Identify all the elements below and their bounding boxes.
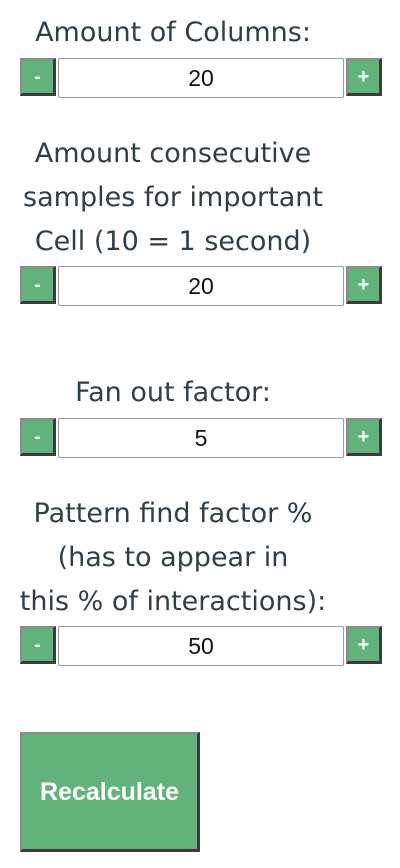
pattern-label-line-1: Pattern find factor % (33, 498, 313, 529)
consecutive-increment-button[interactable]: + (346, 266, 382, 304)
columns-decrement-button[interactable]: - (20, 58, 56, 96)
columns-label: Amount of Columns: (35, 17, 311, 48)
fanout-increment-button[interactable]: + (346, 418, 382, 456)
recalculate-button[interactable]: Recalculate (20, 732, 200, 852)
consecutive-decrement-button[interactable]: - (20, 266, 56, 304)
consecutive-label-line-2: samples for important (23, 182, 323, 213)
consecutive-label-line-1: Amount consecutive (34, 138, 312, 169)
pattern-input[interactable] (58, 626, 344, 666)
columns-stepper: - + (20, 58, 382, 100)
pattern-increment-button[interactable]: + (346, 626, 382, 664)
fanout-decrement-button[interactable]: - (20, 418, 56, 456)
consecutive-input[interactable] (58, 266, 344, 306)
columns-increment-button[interactable]: + (346, 58, 382, 96)
pattern-stepper: - + (20, 626, 382, 668)
pattern-label-line-3: this % of interactions): (19, 586, 327, 617)
columns-input[interactable] (58, 58, 344, 98)
fanout-stepper: - + (20, 418, 382, 460)
fanout-label: Fan out factor: (75, 377, 271, 408)
fanout-input[interactable] (58, 418, 344, 458)
pattern-decrement-button[interactable]: - (20, 626, 56, 664)
consecutive-label-line-3: Cell (10 = 1 second) (34, 226, 312, 257)
pattern-label-line-2: (has to appear in (57, 542, 289, 573)
consecutive-stepper: - + (20, 266, 382, 308)
